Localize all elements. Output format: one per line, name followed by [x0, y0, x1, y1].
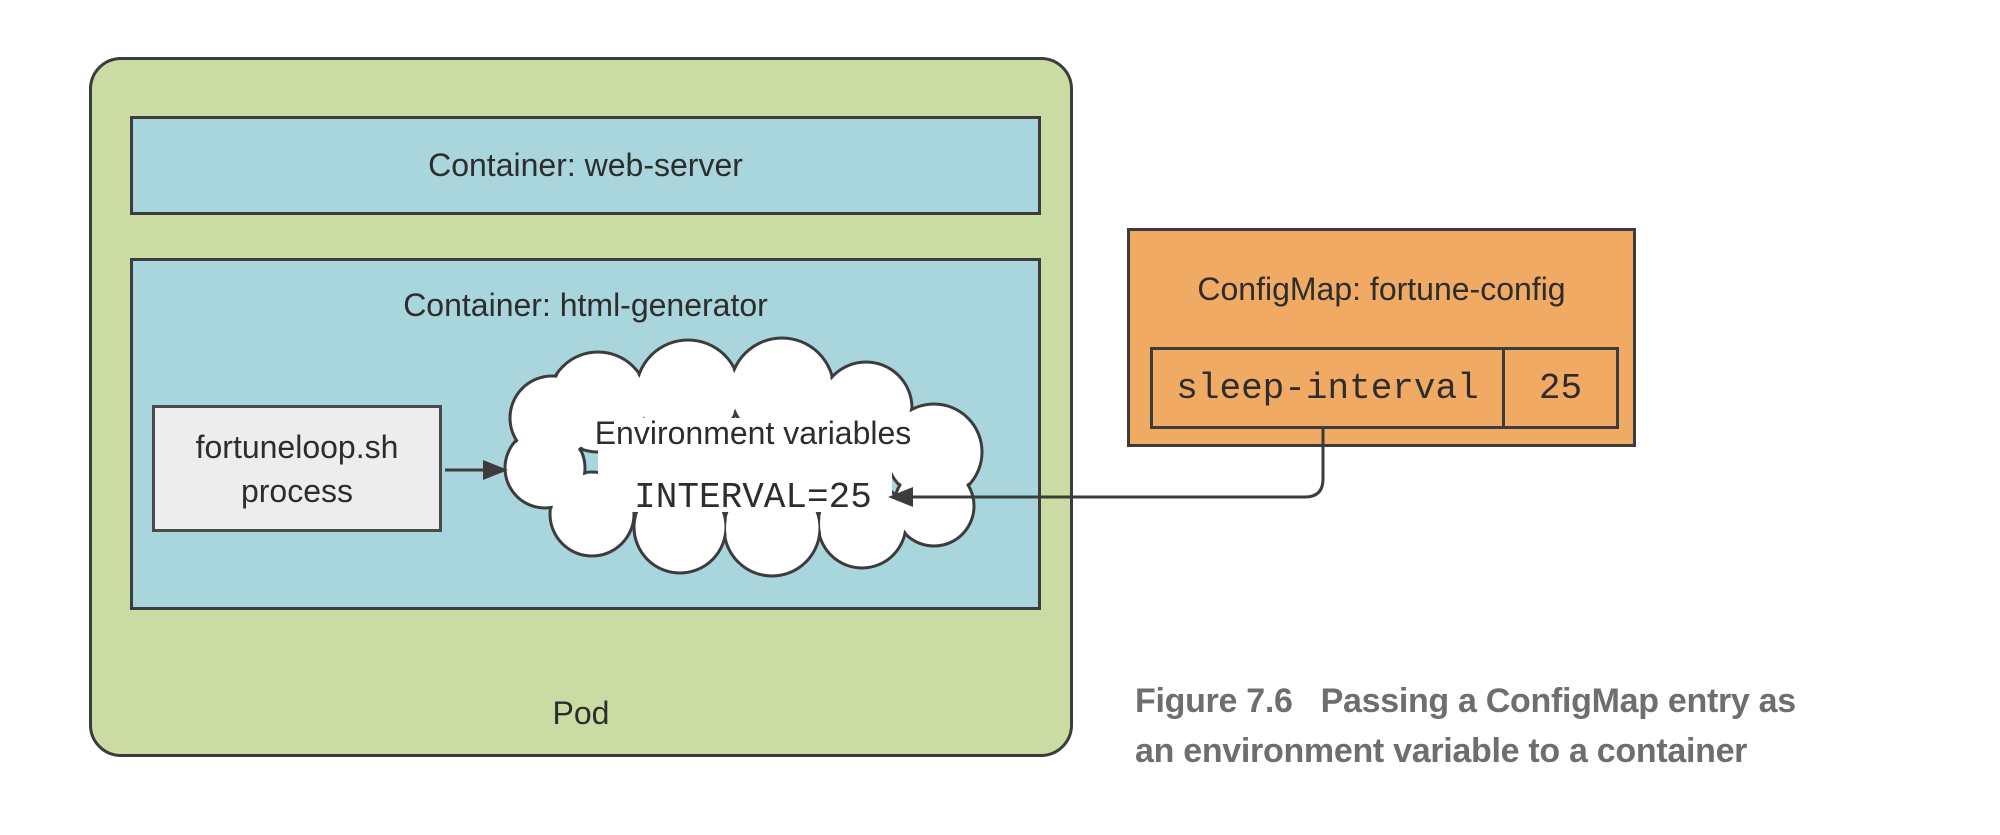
configmap-entry-value: 25	[1502, 350, 1616, 426]
container-html-generator-label: Container: html-generator	[403, 287, 768, 323]
env-cloud-title: Environment variables	[594, 415, 912, 451]
process-box-line1: fortuneloop.sh	[195, 428, 399, 465]
caption-text-part1: Passing a ConfigMap entry as	[1320, 682, 1797, 720]
caption-line2: an environment variable to a container	[1135, 732, 1748, 770]
caption-line1: Figure 7.6 Passing a ConfigMap entry as	[1135, 676, 1935, 726]
container-web-server-box: Container: web-server	[130, 116, 1041, 215]
configmap-box: ConfigMap: fortune-config sleep-interval…	[1127, 228, 1636, 447]
configmap-title: ConfigMap: fortune-config	[1197, 271, 1566, 307]
process-box: fortuneloop.sh process	[152, 405, 442, 532]
pod-label: Pod	[552, 695, 610, 731]
figure-caption: Figure 7.6 Passing a ConfigMap entry as a…	[1135, 676, 1935, 776]
container-web-server-label: Container: web-server	[428, 147, 743, 183]
process-box-line2: process	[240, 472, 354, 509]
configmap-entry-key: sleep-interval	[1176, 367, 1479, 409]
caption-figure-number: Figure 7.6	[1135, 682, 1293, 720]
env-cloud-variable: INTERVAL=25	[634, 477, 872, 518]
configmap-entry-row: sleep-interval 25	[1150, 347, 1619, 429]
